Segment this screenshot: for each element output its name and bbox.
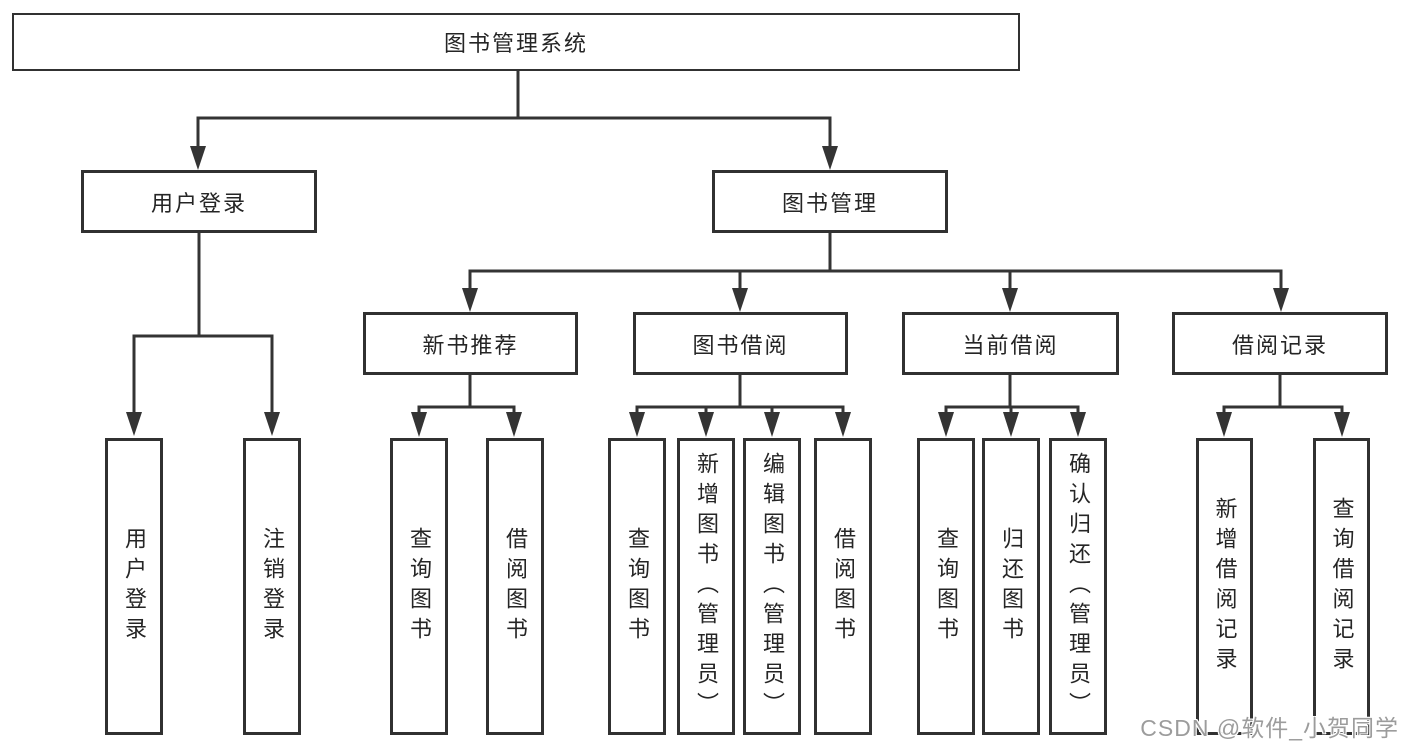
- leaf-query-books-recommend-label: 查询图书: [407, 526, 432, 647]
- leaf-return-books-label: 归还图书: [999, 526, 1024, 647]
- node-root: 图书管理系统: [12, 13, 1020, 71]
- node-current-borrow: 当前借阅: [902, 312, 1119, 375]
- leaf-user-login: 用户登录: [105, 438, 163, 735]
- arrow-to-book-management: [822, 146, 838, 170]
- leaf-return-books: 归还图书: [982, 438, 1040, 735]
- arrow-to-borrow-records: [1273, 288, 1289, 312]
- leaf-query-borrow-record-label: 查询借阅记录: [1329, 496, 1355, 677]
- leaf-logout: 注销登录: [243, 438, 301, 735]
- leaf-add-borrow-record-label: 新增借阅记录: [1212, 496, 1238, 677]
- connector-new-book-rail: [417, 405, 516, 414]
- arrow-to-current-borrow: [1002, 288, 1018, 312]
- leaf-query-books-borrow-label: 查询图书: [625, 526, 650, 647]
- node-root-label: 图书管理系统: [443, 31, 588, 56]
- node-book-borrow: 图书借阅: [633, 312, 848, 375]
- node-current-borrow-label: 当前借阅: [962, 332, 1059, 358]
- connector-book-borrow-rail: [635, 405, 845, 414]
- leaf-confirm-return-admin: 确认归还（管理员）: [1049, 438, 1107, 735]
- leaf-query-borrow-record: 查询借阅记录: [1313, 438, 1370, 735]
- leaf-borrow-books-label: 借阅图书: [831, 526, 856, 647]
- connector-book-management-rail: [468, 269, 1283, 290]
- node-book-management-label: 图书管理: [781, 190, 878, 216]
- leaf-query-books-current: 查询图书: [917, 438, 975, 735]
- node-borrow-records: 借阅记录: [1172, 312, 1388, 375]
- connector-root-rail: [196, 116, 832, 147]
- node-book-management: 图书管理: [712, 170, 948, 233]
- node-new-book-recommend-label: 新书推荐: [422, 332, 519, 358]
- arrow-to-leaf-user-login: [126, 412, 142, 436]
- leaf-borrow-books: 借阅图书: [814, 438, 872, 735]
- leaf-add-books-admin: 新增图书（管理员）: [677, 438, 735, 735]
- leaf-borrow-books-recommend-label: 借阅图书: [503, 526, 528, 647]
- leaf-borrow-books-recommend: 借阅图书: [486, 438, 544, 735]
- leaf-query-books-recommend: 查询图书: [390, 438, 448, 735]
- leaf-user-login-label: 用户登录: [122, 526, 147, 647]
- leaf-query-books-borrow: 查询图书: [608, 438, 666, 735]
- node-borrow-records-label: 借阅记录: [1231, 332, 1328, 358]
- arrow-to-leaf-logout: [264, 412, 280, 436]
- leaf-add-borrow-record: 新增借阅记录: [1196, 438, 1253, 735]
- connector-user-login-rail: [132, 334, 274, 414]
- arrow-to-new-book-recommend: [462, 288, 478, 312]
- leaf-add-books-admin-label: 新增图书（管理员）: [694, 451, 719, 722]
- node-book-borrow-label: 图书借阅: [692, 332, 789, 358]
- arrow-to-book-borrow: [732, 288, 748, 312]
- leaf-edit-books-admin-label: 编辑图书（管理员）: [760, 451, 785, 722]
- connector-borrow-records-rail: [1222, 405, 1344, 414]
- node-new-book-recommend: 新书推荐: [363, 312, 578, 375]
- arrow-to-user-login: [190, 146, 206, 170]
- leaf-logout-label: 注销登录: [260, 526, 285, 647]
- leaf-edit-books-admin: 编辑图书（管理员）: [743, 438, 801, 735]
- leaf-query-books-current-label: 查询图书: [934, 526, 959, 647]
- leaf-confirm-return-admin-label: 确认归还（管理员）: [1066, 451, 1091, 722]
- node-user-login-label: 用户登录: [150, 190, 247, 216]
- node-user-login: 用户登录: [81, 170, 317, 233]
- watermark: CSDN @软件_小贺同学: [1140, 715, 1399, 741]
